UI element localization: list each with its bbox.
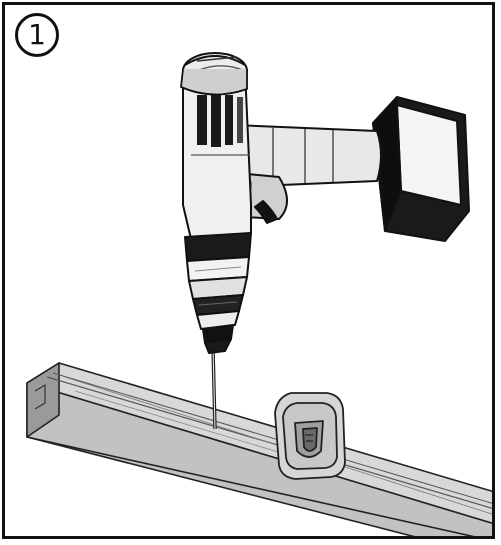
tape-measure: [274, 392, 346, 480]
drill-chuck: [184, 232, 252, 354]
instruction-panel: 1: [2, 2, 495, 539]
drill-bit: [211, 346, 217, 430]
assembly-illustration: [26, 52, 492, 536]
drill-battery: [372, 96, 470, 242]
rail-profile: [26, 362, 492, 536]
drill-top-cap: [180, 52, 248, 96]
step-number-badge: 1: [15, 13, 59, 57]
cordless-drill: [180, 52, 470, 354]
step-number: 1: [28, 18, 46, 51]
drill-handle: [232, 124, 382, 220]
